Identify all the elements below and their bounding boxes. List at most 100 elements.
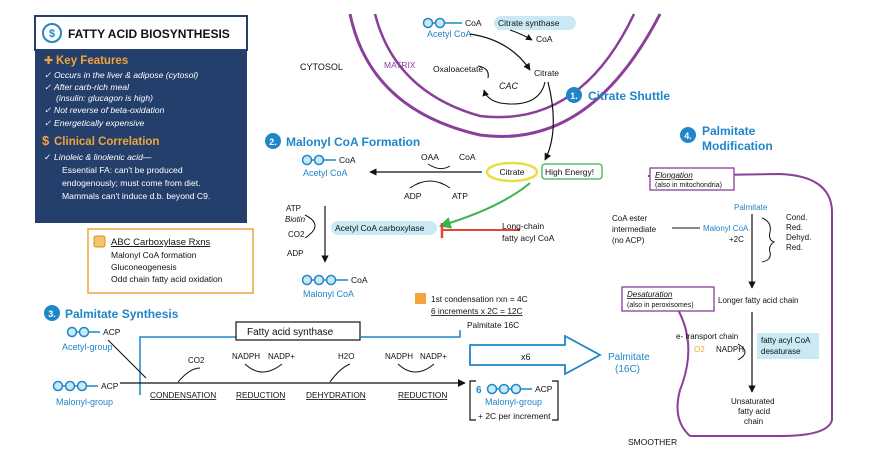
coa-ester-line3: (no ACP) xyxy=(612,236,645,245)
elongation-box xyxy=(649,167,735,191)
acp-3: ACP xyxy=(535,384,553,394)
step-dehydration: DEHYDRATION xyxy=(306,390,366,400)
matrix-label: MATRIX xyxy=(384,60,416,70)
six-label: 6 xyxy=(476,385,482,396)
abc-item: Odd chain fatty acid oxidation xyxy=(111,274,223,284)
abc-box-border xyxy=(87,228,254,294)
mitochondria-inner-membrane xyxy=(373,13,636,119)
palmitate-synthesis: ACP Acetyl-group ACP Malonyl-group Fatty… xyxy=(52,321,650,421)
note-line1: 1st condensation rxn = 4C xyxy=(431,294,528,304)
cofactor-biotin: Biotin xyxy=(285,215,306,224)
abc-title: ABC Carboxylase Rxns xyxy=(111,237,211,248)
modification-outline xyxy=(647,172,833,437)
malonyl-acp-icon xyxy=(486,383,522,395)
section-2-num: 2. xyxy=(269,137,277,147)
citrate-label: Citrate xyxy=(499,167,524,177)
acetyl-group-label: Acetyl-group xyxy=(62,342,113,352)
clinical-line: Mammals can't induce d.b. beyond C9. xyxy=(62,191,210,201)
acetyl-chain-icon xyxy=(301,154,325,166)
palmitate-carbon: (16C) xyxy=(615,364,640,375)
smoother-label: SMOOTHER xyxy=(628,437,677,447)
title-text: FATTY ACID BIOSYNTHESIS xyxy=(68,27,230,41)
cycle-red: Red. xyxy=(786,243,803,252)
section-3-label: Palmitate Synthesis xyxy=(65,307,179,321)
o2-label: O2 xyxy=(694,345,705,354)
malonyl-coa-left: CoA xyxy=(339,155,356,165)
check-icon: ✓ xyxy=(44,105,52,115)
feature-line: (insulin: glucagon is high) xyxy=(56,93,153,103)
nadph-1: NADPH xyxy=(232,352,260,361)
clinical-header: Clinical Correlation xyxy=(54,136,159,148)
unsat-line1: Unsaturated xyxy=(731,397,775,406)
check-icon: ✓ xyxy=(44,82,52,92)
modification-outline-inner xyxy=(671,299,691,437)
oaa-label: OAA xyxy=(421,152,439,162)
desaturation-box xyxy=(621,286,715,312)
dollar-icon: $ xyxy=(42,133,50,148)
acp-2: ACP xyxy=(101,381,119,391)
note-line3: Palmitate 16C xyxy=(467,320,519,330)
section-4-label-1: Palmitate xyxy=(702,124,756,138)
clinical-line: Linoleic & linolenic acid— xyxy=(54,152,152,162)
cycle-red: Red. xyxy=(786,223,803,232)
coa-ester-line1: CoA ester xyxy=(612,214,647,223)
atp-top-label: ATP xyxy=(452,191,468,201)
feature-line: Occurs in the liver & adipose (cytosol) xyxy=(54,70,198,80)
check-icon: ✓ xyxy=(44,70,52,80)
section-1-label: Citrate Shuttle xyxy=(588,89,670,103)
section-4-badge xyxy=(680,127,696,143)
section-4-num: 4. xyxy=(684,131,692,141)
acetyl-chain-icon xyxy=(422,17,446,29)
plus-icon: ✚ xyxy=(44,55,53,67)
plus-2c-label: +2C xyxy=(729,235,744,244)
high-energy-label: High Energy! xyxy=(545,167,594,177)
citrate-highlight xyxy=(485,161,539,183)
malonyl-group-2: Malonyl-group xyxy=(485,397,542,407)
cofactor-atp: ATP xyxy=(286,204,301,213)
shuttle-acetyl-coa: Acetyl CoA xyxy=(427,29,472,39)
step-reduction: REDUCTION xyxy=(398,390,447,400)
increment-label: + 2C per increment xyxy=(478,411,551,421)
malonyl-acp-icon xyxy=(52,380,88,392)
cytosol-label: CYTOSOL xyxy=(300,62,343,72)
shuttle-citrate-label: Citrate xyxy=(534,68,559,78)
nadph-2: NADPH xyxy=(385,352,413,361)
title-header-bg xyxy=(34,15,248,51)
unsat-line2: fatty acid xyxy=(738,407,770,416)
feature-line: After carb-rich meal xyxy=(53,82,130,92)
synthase-box xyxy=(235,321,361,341)
elongation-sub: (also in mitochondria) xyxy=(655,182,722,189)
synthase-bracket xyxy=(139,336,360,395)
cycle-dehyd: Dehyd. xyxy=(786,233,811,242)
acp-1: ACP xyxy=(103,327,121,337)
unsat-line3: chain xyxy=(744,417,763,426)
desaturation-sub: (also in peroxisomes) xyxy=(627,302,694,309)
acetyl-acp-icon xyxy=(66,326,90,338)
abc-item: Malonyl CoA formation xyxy=(111,250,197,260)
malonyl-formation: OAA CoA CoA Acetyl CoA ADP ATP Citrate H… xyxy=(285,152,603,299)
cac-label: CAC xyxy=(499,81,519,91)
citrate-synthase-label: Citrate synthase xyxy=(498,18,560,28)
inhibitor-line1: Long-chain xyxy=(502,221,544,231)
key-features-header: Key Features xyxy=(56,55,128,67)
acc-enzyme-label: Acetyl CoA carboxylase xyxy=(335,223,425,233)
feature-line: Not reverse of beta-oxidation xyxy=(54,105,165,115)
section-3-badge xyxy=(44,305,60,321)
check-icon: ✓ xyxy=(44,152,51,162)
clinical-line: Essential FA: can't be produced xyxy=(62,165,183,175)
citrate-shuttle: CoA Acetyl CoA Citrate synthase CoA Oxal… xyxy=(422,16,576,161)
section-4-label-2: Modification xyxy=(702,139,773,153)
high-energy-box xyxy=(541,163,603,180)
feature-line: Energetically expensive xyxy=(54,118,145,128)
coa-top-label: CoA xyxy=(459,152,476,162)
nadp-1: NADP+ xyxy=(268,352,295,361)
scroll-icon xyxy=(93,235,106,248)
adp-top-label: ADP xyxy=(404,191,422,201)
mod-malonyl-coa: Malonyl CoA xyxy=(703,224,749,233)
malonyl-acetyl-coa: Acetyl CoA xyxy=(303,168,348,178)
desaturation-title: Desaturation xyxy=(627,290,673,299)
oxaloacetate-label: Oxaloacetate xyxy=(433,64,483,74)
mod-nadph-label: NADPH xyxy=(716,345,744,354)
cofactor-adp: ADP xyxy=(287,249,303,258)
